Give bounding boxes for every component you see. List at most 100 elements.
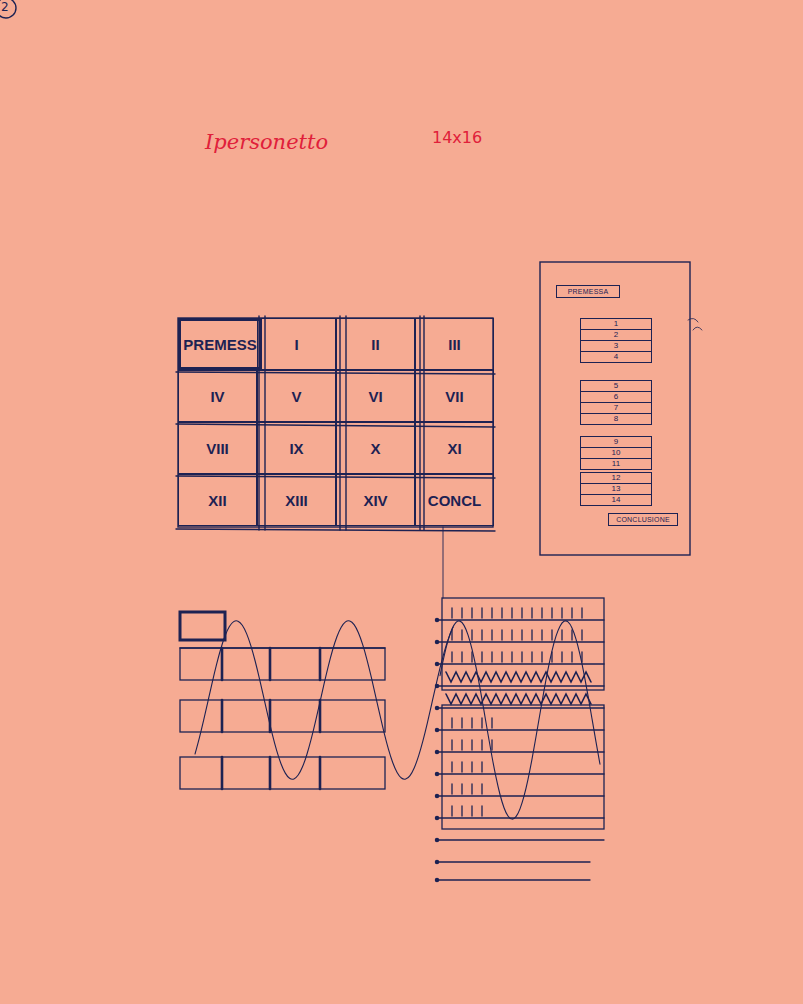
word-tick [451, 608, 452, 618]
word-tick [491, 608, 492, 618]
line-group: 1234 [580, 318, 652, 363]
line-number: 3 [581, 341, 651, 352]
text-line [438, 641, 604, 642]
text-line [438, 619, 604, 620]
line-number: 13 [581, 484, 651, 495]
sonnet-cell: XII [178, 474, 257, 526]
index-panel [540, 262, 690, 555]
line-number: 1 [581, 319, 651, 330]
scribble-row [446, 672, 591, 682]
text-block [442, 598, 604, 690]
row-dot [435, 662, 438, 665]
bar-tick [221, 648, 224, 680]
bar-row [180, 648, 385, 680]
wave-line [195, 621, 453, 779]
row-dot [435, 816, 438, 819]
word-tick [451, 718, 452, 728]
word-tick [511, 608, 512, 618]
word-tick [491, 630, 492, 640]
word-tick [471, 762, 472, 772]
word-tick [521, 608, 522, 618]
word-tick [501, 652, 502, 662]
box-label: PREMESSA [568, 288, 609, 295]
word-tick [581, 608, 582, 618]
word-tick [471, 652, 472, 662]
row-dot [435, 640, 438, 643]
word-tick [461, 740, 462, 750]
bar-tick [269, 648, 272, 680]
box-label: II [371, 336, 379, 353]
word-tick [571, 608, 572, 618]
word-tick [501, 608, 502, 618]
word-tick [471, 608, 472, 618]
box-label: CONCL [428, 492, 481, 509]
sonnet-cell: I [257, 318, 336, 370]
sonnet-cell: V [257, 370, 336, 422]
conclusion-box: CONCLUSIONE [608, 513, 678, 526]
grid-double-lines [259, 316, 424, 530]
line-number: 8 [581, 414, 651, 424]
word-tick [491, 740, 492, 750]
word-tick [451, 806, 452, 816]
bar-tick [221, 700, 224, 732]
box-label: IX [289, 440, 303, 457]
word-tick [471, 718, 472, 728]
word-tick [531, 652, 532, 662]
sonnet-cell: XIII [257, 474, 336, 526]
text-line [438, 663, 604, 664]
word-tick [461, 806, 462, 816]
box-label: CONCLUSIONE [616, 516, 670, 523]
word-tick [481, 608, 482, 618]
text-line [438, 707, 604, 708]
word-tick [561, 608, 562, 618]
format-label: 14x16 [432, 128, 482, 147]
line-number: 6 [581, 392, 651, 403]
word-tick [531, 630, 532, 640]
filled-square [180, 612, 225, 640]
bar-row [180, 700, 385, 732]
word-tick [581, 630, 582, 640]
box-label: I [294, 336, 298, 353]
line-group: 121314 [580, 472, 652, 506]
scribble [688, 318, 702, 330]
word-tick [461, 652, 462, 662]
leader-line [443, 527, 444, 598]
word-tick [561, 652, 562, 662]
box-label: XIV [363, 492, 387, 509]
box-label: III [448, 336, 461, 353]
line-number: 12 [581, 473, 651, 484]
word-tick [451, 652, 452, 662]
box-label: X [370, 440, 380, 457]
line-group: 5678 [580, 380, 652, 425]
box-label: XII [208, 492, 226, 509]
word-tick [481, 718, 482, 728]
bar-tick [221, 757, 224, 789]
sonnet-cell: IV [178, 370, 257, 422]
row-dot [435, 706, 438, 709]
word-tick [481, 630, 482, 640]
row-dot [435, 750, 438, 753]
line-number: 9 [581, 437, 651, 448]
text-line [438, 773, 604, 774]
line-group: 91011 [580, 436, 652, 470]
word-tick [511, 652, 512, 662]
word-tick [561, 630, 562, 640]
bar-row [180, 757, 385, 789]
word-tick [471, 630, 472, 640]
bar-tick [269, 757, 272, 789]
word-tick [521, 652, 522, 662]
row-dot [435, 618, 438, 621]
line-number: 2 [581, 330, 651, 341]
box-label: VI [368, 388, 382, 405]
word-tick [551, 608, 552, 618]
sonnet-cell: VI [336, 370, 415, 422]
grid-outline [178, 318, 493, 527]
word-tick [451, 784, 452, 794]
row-dot [435, 772, 438, 775]
box-label: PREMESS [183, 336, 256, 353]
row-dot [435, 728, 438, 731]
line-number: 10 [581, 448, 651, 459]
box-label: V [291, 388, 301, 405]
page-number: 2 [1, 0, 9, 14]
